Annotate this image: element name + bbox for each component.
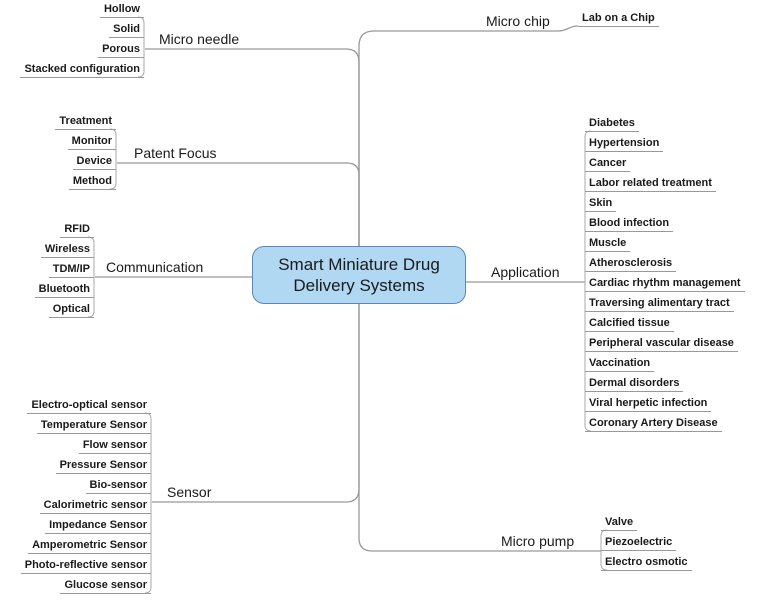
node-electro-optical-sensor[interactable]: Electro-optical sensor <box>27 398 151 414</box>
node-tdm-ip[interactable]: TDM/IP <box>48 262 94 278</box>
node-pressure-sensor[interactable]: Pressure Sensor <box>55 458 151 474</box>
node-cardiac-rhythm-management[interactable]: Cardiac rhythm management <box>585 276 745 292</box>
node-viral-herpetic-infection[interactable]: Viral herpetic infection <box>585 396 712 412</box>
node-diabetes[interactable]: Diabetes <box>585 116 639 132</box>
node-coronary-artery-disease[interactable]: Coronary Artery Disease <box>585 416 722 432</box>
node-muscle[interactable]: Muscle <box>585 236 631 252</box>
node-glucose-sensor[interactable]: Glucose sensor <box>60 578 151 594</box>
node-amperometric-sensor[interactable]: Amperometric Sensor <box>28 538 151 554</box>
node-skin[interactable]: Skin <box>585 196 617 212</box>
node-rfid[interactable]: RFID <box>60 222 94 238</box>
branch-label-communication[interactable]: Communication <box>106 259 204 275</box>
node-calcified-tissue[interactable]: Calcified tissue <box>585 316 674 332</box>
branch-label-application[interactable]: Application <box>491 264 560 280</box>
node-bio-sensor[interactable]: Bio-sensor <box>85 478 151 494</box>
branch-label-micro-pump[interactable]: Micro pump <box>501 533 575 549</box>
node-electro-osmotic[interactable]: Electro osmotic <box>601 555 692 571</box>
node-valve[interactable]: Valve <box>601 515 638 531</box>
node-porous[interactable]: Porous <box>98 42 144 58</box>
node-flow-sensor[interactable]: Flow sensor <box>78 438 151 454</box>
node-monitor[interactable]: Monitor <box>67 134 116 150</box>
node-optical[interactable]: Optical <box>48 302 94 318</box>
node-cancer[interactable]: Cancer <box>585 156 631 172</box>
node-piezoelectric[interactable]: Piezoelectric <box>601 535 677 551</box>
node-temperature-sensor[interactable]: Temperature Sensor <box>36 418 151 434</box>
node-wireless[interactable]: Wireless <box>40 242 94 258</box>
edge-sensor <box>152 304 360 503</box>
node-atherosclerosis[interactable]: Atherosclerosis <box>585 256 677 272</box>
node-solid[interactable]: Solid <box>109 22 144 38</box>
node-lab-on-a-chip[interactable]: Lab on a Chip <box>578 11 659 27</box>
node-hypertension[interactable]: Hypertension <box>585 136 664 152</box>
node-peripheral-vascular-disease[interactable]: Peripheral vascular disease <box>585 336 738 352</box>
node-calorimetric-sensor[interactable]: Calorimetric sensor <box>39 498 151 514</box>
branch-label-sensor[interactable]: Sensor <box>167 484 212 500</box>
node-blood-infection[interactable]: Blood infection <box>585 216 674 232</box>
branch-label-micro-needle[interactable]: Micro needle <box>159 31 240 47</box>
node-device[interactable]: Device <box>72 154 116 170</box>
node-bluetooth[interactable]: Bluetooth <box>34 282 94 298</box>
edge-patent-focus <box>117 162 360 246</box>
root-node[interactable]: Smart Miniature Drug Delivery Systems <box>252 246 466 304</box>
node-dermal-disorders[interactable]: Dermal disorders <box>585 376 684 392</box>
node-stacked-configuration[interactable]: Stacked configuration <box>20 62 144 78</box>
edge-micro-chip <box>358 25 579 246</box>
node-hollow[interactable]: Hollow <box>99 2 144 18</box>
node-vaccination[interactable]: Vaccination <box>585 356 655 372</box>
node-method[interactable]: Method <box>68 174 116 190</box>
node-treatment[interactable]: Treatment <box>55 114 116 130</box>
node-traversing-alimentary-tract[interactable]: Traversing alimentary tract <box>585 296 734 312</box>
edge-micro-pump <box>358 304 601 552</box>
node-impedance-sensor[interactable]: Impedance Sensor <box>45 518 151 534</box>
node-labor-related-treatment[interactable]: Labor related treatment <box>585 176 716 192</box>
node-photo-reflective-sensor[interactable]: Photo-reflective sensor <box>20 558 151 574</box>
branch-label-micro-chip[interactable]: Micro chip <box>486 13 550 29</box>
branch-label-patent-focus[interactable]: Patent Focus <box>134 145 217 161</box>
